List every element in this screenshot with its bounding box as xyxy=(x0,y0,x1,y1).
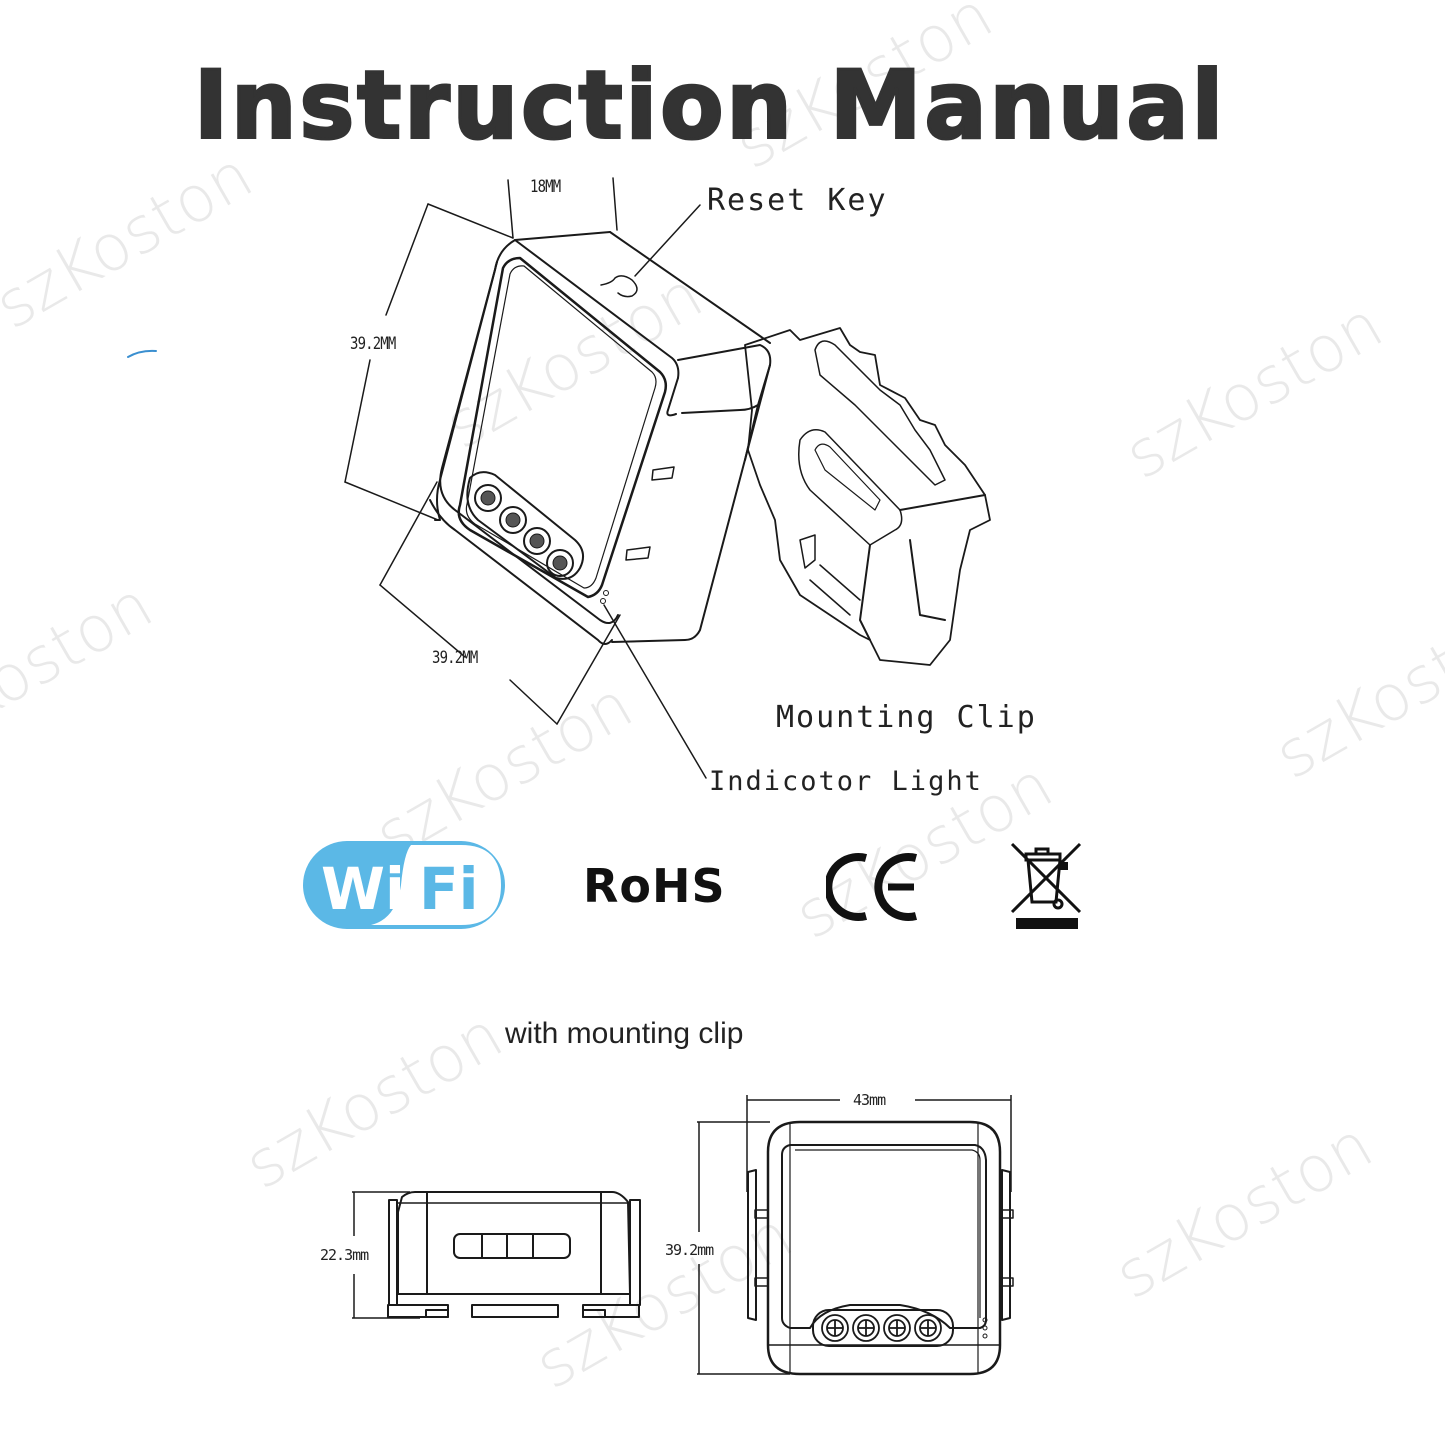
ce-mark-icon xyxy=(826,853,918,921)
dimension-width-bottom: 39.2MM xyxy=(432,648,478,668)
label-reset-key: Reset Key xyxy=(707,183,888,218)
front-view xyxy=(697,1095,1014,1376)
wifi-icon: Wi Fi xyxy=(303,841,505,929)
label-mounting-clip: Mounting Clip xyxy=(776,700,1037,735)
dimension-height-left: 39.2MM xyxy=(350,334,396,354)
label-indicator-light: Indicotor Light xyxy=(709,766,983,797)
front-view-width-label: 43mm xyxy=(853,1091,886,1109)
side-view xyxy=(352,1191,641,1319)
svg-text:Fi: Fi xyxy=(419,855,479,923)
svg-text:Wi: Wi xyxy=(321,855,405,923)
front-view-height-label: 39.2mm xyxy=(665,1241,714,1259)
page-title: Instruction Manual xyxy=(192,49,1227,161)
rohs-mark: RoHS xyxy=(583,859,726,913)
side-view-height-label: 22.3mm xyxy=(320,1246,369,1264)
dimension-width-top: 18MM xyxy=(530,177,561,197)
caption-with-mounting-clip: with mounting clip xyxy=(505,1017,744,1050)
wifi-logo: Wi Fi xyxy=(301,839,507,931)
weee-bin-icon xyxy=(1010,842,1082,929)
